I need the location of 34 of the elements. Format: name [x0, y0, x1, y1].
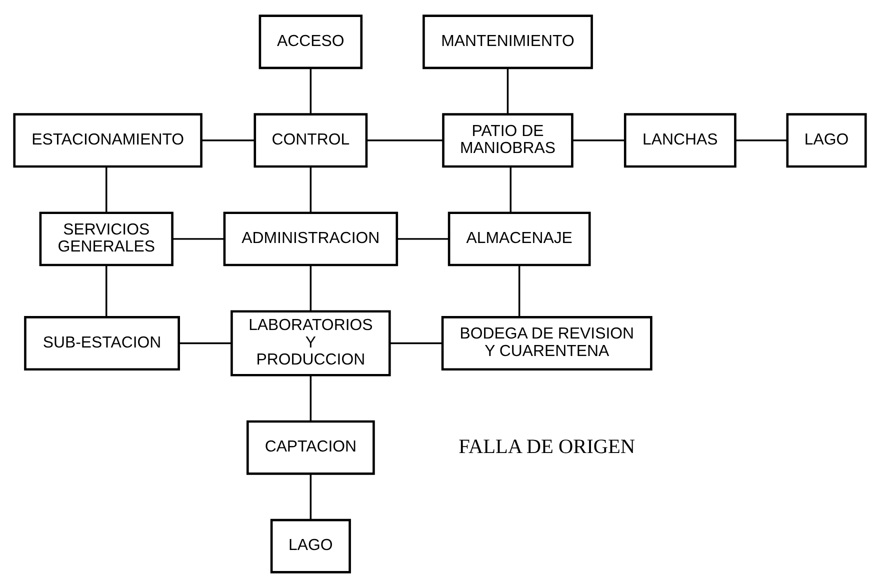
- node-box: ACCESO: [258, 14, 363, 69]
- connector: [202, 139, 254, 141]
- connector: [310, 166, 312, 212]
- node-box: CONTROL: [254, 112, 368, 168]
- connector: [310, 375, 312, 421]
- connector: [506, 68, 509, 114]
- node-box: SUB-ESTACION: [24, 316, 180, 370]
- node-box: LABORATORIOS Y PRODUCCION: [230, 310, 391, 376]
- node-box: MANTENIMIENTO: [422, 14, 593, 69]
- connector: [310, 264, 312, 311]
- connector: [310, 68, 312, 114]
- connector: [106, 264, 108, 316]
- node-box: CAPTACION: [246, 420, 375, 474]
- connector: [366, 139, 443, 141]
- connector: [397, 238, 448, 240]
- connector: [510, 166, 512, 212]
- connector: [179, 342, 232, 344]
- node-box: LAGO: [786, 112, 867, 168]
- connector: [736, 139, 788, 141]
- node-box: PATIO DE MANIOBRAS: [442, 112, 574, 168]
- node-box: LANCHAS: [624, 112, 736, 168]
- node-box: ADMINISTRACION: [223, 211, 398, 266]
- connector: [172, 238, 224, 240]
- label: FALLA DE ORIGEN: [458, 435, 636, 458]
- connector: [572, 139, 625, 141]
- connector: [390, 342, 442, 344]
- node-box: ESTACIONAMIENTO: [13, 112, 202, 168]
- node-box: BODEGA DE REVISION Y CUARENTENA: [441, 316, 652, 370]
- connector: [106, 166, 108, 212]
- node-box: ALMACENAJE: [448, 211, 591, 266]
- node-box: SERVICIOS GENERALES: [39, 211, 174, 266]
- node-box: LAGO: [270, 518, 351, 573]
- connector: [310, 474, 312, 520]
- connector: [518, 264, 520, 316]
